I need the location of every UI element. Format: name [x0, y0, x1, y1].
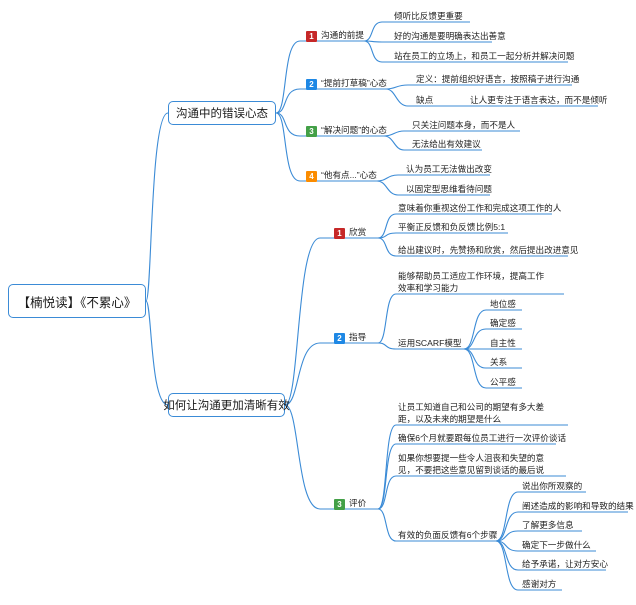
- topic-evaluation[interactable]: 3 评价: [334, 498, 366, 510]
- number-badge: 1: [334, 228, 345, 239]
- topic-appreciation[interactable]: 1 欣赏: [334, 227, 366, 239]
- connector: [377, 232, 397, 239]
- leaf-item[interactable]: 确保6个月就要跟每位员工进行一次评价谈话: [398, 433, 567, 443]
- root-label: 【楠悦读】《不累心》: [17, 295, 137, 310]
- number-badge: 1: [306, 31, 317, 42]
- leaf-item[interactable]: 让员工知道自己和公司的期望有多大差: [398, 402, 545, 412]
- leaf-item[interactable]: 意味着你重视这份工作和完成这项工作的人: [398, 203, 562, 213]
- step-item[interactable]: 阐述造成的影响和导致的结果: [522, 501, 634, 511]
- topic-label: 欣赏: [349, 227, 367, 237]
- connector: [363, 21, 383, 42]
- connector: [275, 88, 301, 114]
- connector: [463, 328, 487, 350]
- connector: [377, 443, 397, 510]
- connector: [275, 40, 301, 114]
- scarf-item[interactable]: 地位感: [490, 299, 516, 309]
- step-item[interactable]: 确定下一步做什么: [522, 540, 591, 550]
- connector: [363, 40, 383, 63]
- connector: [284, 404, 321, 510]
- number-badge: 2: [334, 333, 345, 344]
- scarf-item[interactable]: 自主性: [490, 338, 516, 348]
- leaf-item[interactable]: 定义：提前组织好语言，按照稿子进行沟通: [416, 74, 580, 84]
- step-item[interactable]: 说出你所观察的: [522, 481, 583, 491]
- connector: [463, 348, 487, 389]
- leaf-item[interactable]: 给出建议时，先赞扬和欣赏，然后提出改进意见: [398, 245, 579, 255]
- connector: [377, 475, 397, 510]
- topic-coaching[interactable]: 2 指导: [334, 332, 366, 344]
- connector: [463, 309, 487, 350]
- leaf-item[interactable]: 见，不要把这些意见留到谈话的最后说: [398, 465, 545, 475]
- connector: [495, 511, 519, 542]
- leaf-item[interactable]: 只关注问题本身，而不是人: [412, 120, 516, 130]
- connector: [145, 112, 169, 302]
- connector: [495, 540, 519, 571]
- number-badge: 4: [306, 171, 317, 182]
- connector: [284, 342, 321, 406]
- leaf-item[interactable]: 运用SCARF模型: [398, 338, 462, 348]
- scarf-item[interactable]: 关系: [490, 357, 508, 367]
- leaf-item[interactable]: 无法给出有效建议: [412, 139, 481, 149]
- leaf-item[interactable]: 站在员工的立场上，和员工一起分析并解决问题: [394, 51, 575, 61]
- topic-premise[interactable]: 1 沟通的前提: [306, 30, 364, 42]
- topic-label: 评价: [349, 498, 367, 508]
- connector: [377, 237, 397, 257]
- leaf-item[interactable]: 如果你想要提一些令人沮丧和失望的意: [398, 453, 545, 463]
- connector: [463, 348, 487, 369]
- step-item[interactable]: 给予承诺，让对方安心: [522, 559, 608, 569]
- scarf-item[interactable]: 公平感: [490, 377, 516, 387]
- topic-label: “解决问题”的心态: [321, 125, 387, 135]
- topic-label: “提前打草稿”心态: [321, 78, 387, 88]
- connector: [376, 174, 399, 182]
- topic-label: 指导: [349, 332, 367, 342]
- step-item[interactable]: 了解更多信息: [522, 520, 574, 530]
- leaf-item[interactable]: 有效的负面反馈有6个步骤: [398, 530, 498, 540]
- leaf-item[interactable]: 让人更专注于语言表达，而不是倾听: [470, 95, 608, 105]
- leaf-item[interactable]: 认为员工无法做出改变: [406, 164, 492, 174]
- topic-he-is-mindset[interactable]: 4 “他有点...”心态: [306, 170, 377, 182]
- leaf-item[interactable]: 平衡正反馈和负反馈: [398, 222, 476, 232]
- scarf-item[interactable]: 确定感: [490, 318, 516, 328]
- branch-clear-communication[interactable]: 如何让沟通更加清晰有效: [163, 393, 290, 417]
- topic-label: “他有点...”心态: [321, 170, 377, 180]
- leaf-item[interactable]: 以固定型思维看待问题: [406, 184, 492, 194]
- leaf-item[interactable]: 缺点: [416, 95, 434, 105]
- connector: [377, 293, 397, 344]
- connector: [383, 130, 405, 137]
- connector: [385, 88, 409, 107]
- topic-label: 沟通的前提: [321, 30, 364, 40]
- connector: [376, 180, 399, 196]
- number-badge: 3: [306, 126, 317, 137]
- connector: [377, 508, 397, 542]
- step-item[interactable]: 感谢对方: [522, 579, 557, 589]
- number-badge: 2: [306, 79, 317, 90]
- topic-problem-solving-mindset[interactable]: 3 “解决问题”的心态: [306, 125, 387, 137]
- root-topic[interactable]: 【楠悦读】《不累心》: [8, 284, 146, 318]
- connector: [385, 84, 409, 90]
- leaf-item[interactable]: 效率和学习能力: [398, 283, 459, 293]
- branch-label: 沟通中的错误心态: [176, 108, 268, 120]
- connector: [495, 491, 519, 542]
- number-badge: 3: [334, 499, 345, 510]
- connector: [145, 300, 169, 406]
- leaf-item[interactable]: 倾听比反馈更重要: [394, 11, 463, 21]
- branch-label: 如何让沟通更加清晰有效: [163, 400, 290, 412]
- connector: [275, 112, 301, 182]
- branch-wrong-mindset[interactable]: 沟通中的错误心态: [168, 101, 276, 125]
- leaf-item[interactable]: 能够帮助员工适应工作环境，提高工作: [398, 271, 545, 281]
- topic-draft-mindset[interactable]: 2 “提前打草稿”心态: [306, 78, 387, 90]
- connector: [377, 342, 397, 350]
- connector: [495, 540, 519, 591]
- connector: [383, 135, 405, 151]
- leaf-item[interactable]: 好的沟通是要明确表达出善意: [394, 31, 506, 41]
- connector: [284, 237, 321, 406]
- leaf-item[interactable]: 距，以及未来的期望是什么: [398, 414, 502, 424]
- connector: [377, 213, 397, 239]
- leaf-item[interactable]: 比例5:1: [476, 222, 506, 232]
